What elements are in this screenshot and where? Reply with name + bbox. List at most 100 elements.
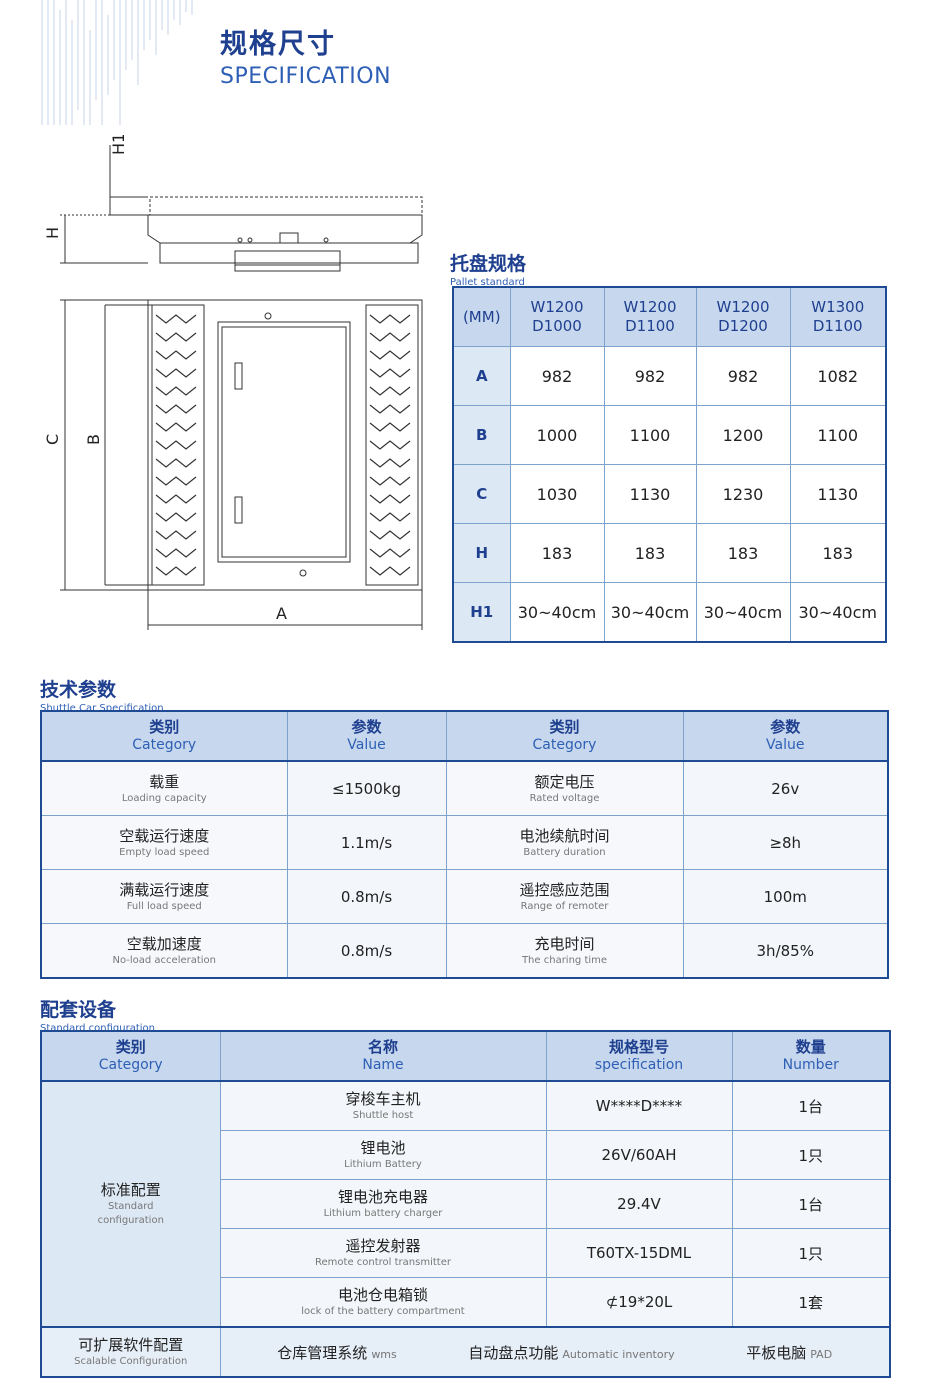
table-row: H1 30~40cm 30~40cm 30~40cm 30~40cm <box>452 582 887 643</box>
dim-a-label: A <box>276 604 287 623</box>
table-cell: T60TX-15DML <box>545 1228 733 1278</box>
config-section-title: 配套设备 Standard configuration <box>40 995 155 1036</box>
row-label: A <box>452 346 511 406</box>
table-cell: 1100 <box>603 405 697 465</box>
page-title: 规格尺寸 <box>220 29 336 60</box>
table-cell: W****D**** <box>545 1080 733 1131</box>
table-cell: ≤1500kg <box>286 760 447 816</box>
table-cell: 1030 <box>509 464 605 524</box>
table-cell: 1只 <box>731 1130 891 1180</box>
table-cell: 1.1m/s <box>286 815 447 870</box>
table-cell: ≥8h <box>682 815 889 870</box>
table-cell: 982 <box>695 346 791 406</box>
table-cell: 1台 <box>731 1179 891 1229</box>
table-row: B 1000 1100 1200 1100 <box>452 405 887 465</box>
table-cell: 183 <box>695 523 791 583</box>
table-cell: 1200 <box>695 405 791 465</box>
table-cell: 30~40cm <box>695 582 791 643</box>
spec-title-en: Shuttle Car Specification <box>40 703 164 714</box>
table-row: A 982 982 982 1082 <box>452 346 887 406</box>
table-cell: 100m <box>682 869 889 924</box>
pallet-title-cn: 托盘规格 <box>450 253 527 275</box>
table-cell: 1只 <box>731 1228 891 1278</box>
dim-b-label: B <box>84 434 103 445</box>
table-cell: 982 <box>509 346 605 406</box>
table-cell: 26v <box>682 760 889 816</box>
config-category-cell: 标准配置 Standard configuration <box>40 1080 221 1328</box>
table-cell: 982 <box>603 346 697 406</box>
pallet-title-en: Pallet standard <box>450 277 525 288</box>
row-label: B <box>452 405 511 465</box>
dim-h-label: H <box>43 227 62 239</box>
table-cell: 1000 <box>509 405 605 465</box>
table-cell: 3h/85% <box>682 923 889 979</box>
config-title-cn: 配套设备 <box>40 999 117 1021</box>
shuttle-car-drawing: H H1 C B A <box>43 135 423 630</box>
table-cell: ⊄19*20L <box>545 1277 733 1328</box>
page-subtitle: SPECIFICATION <box>220 64 392 89</box>
table-row: H 183 183 183 183 <box>452 523 887 583</box>
table-cell: 1082 <box>789 346 887 406</box>
row-label: C <box>452 464 511 524</box>
spec-section-title: 技术参数 Shuttle Car Specification <box>40 675 164 716</box>
spec-title-cn: 技术参数 <box>40 679 117 701</box>
table-cell: 183 <box>509 523 605 583</box>
table-cell: 0.8m/s <box>286 923 447 979</box>
table-cell: 1130 <box>789 464 887 524</box>
table-cell: 183 <box>789 523 887 583</box>
table-cell: 30~40cm <box>789 582 887 643</box>
table-cell: 1230 <box>695 464 791 524</box>
config-title-en: Standard configuration <box>40 1023 156 1034</box>
row-label: H1 <box>452 582 511 643</box>
table-cell: 26V/60AH <box>545 1130 733 1180</box>
table-cell: 29.4V <box>545 1179 733 1229</box>
table-cell: 183 <box>603 523 697 583</box>
table-cell: 30~40cm <box>509 582 605 643</box>
table-cell: 0.8m/s <box>286 869 447 924</box>
pallet-section-title: 托盘规格 Pallet standard <box>450 249 526 290</box>
row-label: H <box>452 523 511 583</box>
table-cell: 1台 <box>731 1080 891 1131</box>
table-cell: 30~40cm <box>603 582 697 643</box>
table-cell: 1100 <box>789 405 887 465</box>
table-cell: 1套 <box>731 1277 891 1328</box>
pallet-corner: (MM) <box>452 286 511 347</box>
dim-c-label: C <box>43 434 62 445</box>
